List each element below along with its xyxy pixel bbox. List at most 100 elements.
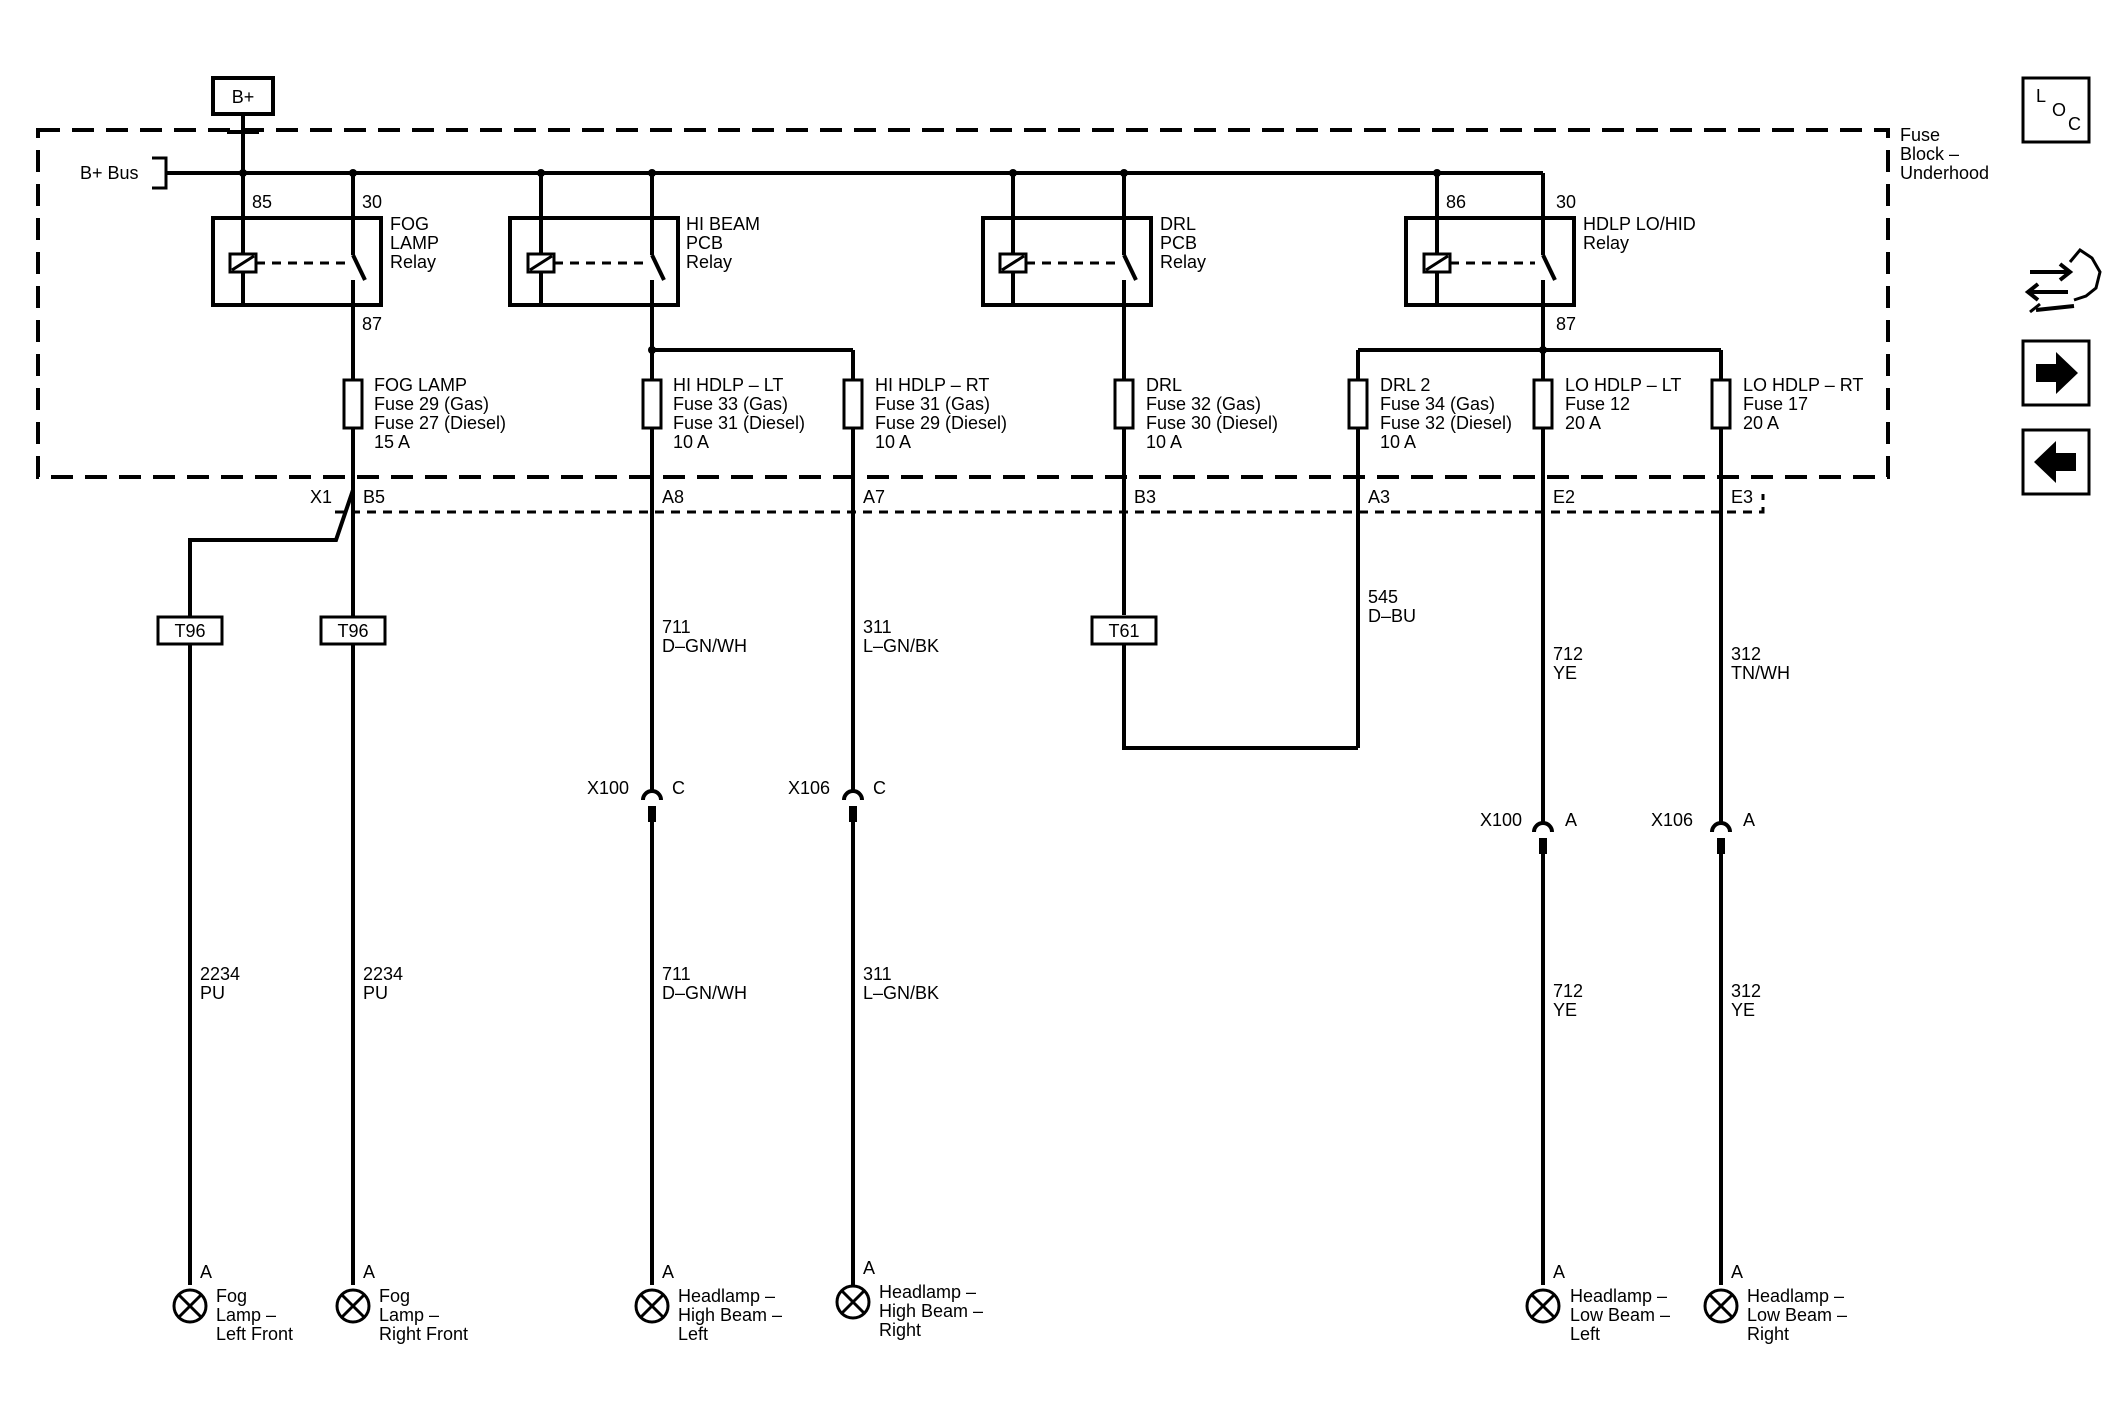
pin-a3: A3 <box>1368 487 1390 507</box>
arrow-left-button[interactable] <box>2021 428 2091 496</box>
fuse-hi-hdlp-lt: HI HDLP – LT Fuse 33 (Gas) Fuse 31 (Dies… <box>641 350 805 790</box>
pin-87: 87 <box>362 314 382 334</box>
svg-text:Headlamp –: Headlamp – <box>1570 1286 1667 1306</box>
pin-e2: E2 <box>1553 487 1575 507</box>
svg-text:Fuse 12: Fuse 12 <box>1565 394 1630 414</box>
svg-text:711: 711 <box>662 964 691 984</box>
svg-text:A: A <box>662 1262 674 1282</box>
svg-text:DRL 2: DRL 2 <box>1380 375 1430 395</box>
lamp-low-beam-right: A Headlamp – Low Beam – Right <box>1703 1262 1847 1344</box>
fuse-block-boundary <box>36 128 1890 479</box>
svg-text:A: A <box>1565 810 1577 830</box>
inline-connector-x100-c: X100 C <box>587 778 685 1285</box>
svg-text:Fuse 34 (Gas): Fuse 34 (Gas) <box>1380 394 1495 414</box>
svg-text:Right: Right <box>1747 1324 1789 1344</box>
svg-text:Fuse 17: Fuse 17 <box>1743 394 1808 414</box>
inline-connector-x106-a: X106 A <box>1651 810 1755 1285</box>
relay-hdlp-lo-hid: 86 30 87 HDLP LO/HID Relay <box>1404 173 1696 350</box>
pin-a7: A7 <box>863 487 885 507</box>
svg-text:Lamp –: Lamp – <box>216 1305 276 1325</box>
svg-text:A: A <box>1731 1262 1743 1282</box>
wire-545: 545 D–BU <box>1122 587 1416 750</box>
svg-text:High Beam –: High Beam – <box>879 1301 983 1321</box>
pin-30: 30 <box>1556 192 1576 212</box>
svg-text:Fuse 30 (Diesel): Fuse 30 (Diesel) <box>1146 413 1278 433</box>
svg-text:D–GN/WH: D–GN/WH <box>662 983 747 1003</box>
arrow-left-icon <box>2034 441 2076 483</box>
svg-text:10 A: 10 A <box>875 432 911 452</box>
svg-text:15 A: 15 A <box>374 432 410 452</box>
svg-text:312: 312 <box>1731 981 1761 1001</box>
svg-text:HI BEAM: HI BEAM <box>686 214 760 234</box>
svg-text:Fuse 31 (Gas): Fuse 31 (Gas) <box>875 394 990 414</box>
svg-text:DRL: DRL <box>1146 375 1182 395</box>
pin-b3: B3 <box>1134 487 1156 507</box>
relay-fog-lamp: 85 30 87 FOG LAMP Relay <box>211 173 439 380</box>
navigation-swap-icon[interactable] <box>2024 248 2102 314</box>
wire-311-upper: 311 L–GN/BK <box>863 617 939 656</box>
svg-text:Fuse 29 (Gas): Fuse 29 (Gas) <box>374 394 489 414</box>
wire-711-upper: 711 D–GN/WH <box>662 617 747 656</box>
svg-text:A: A <box>363 1262 375 1282</box>
loc-button[interactable]: L O C <box>2021 76 2091 144</box>
svg-text:20 A: 20 A <box>1743 413 1779 433</box>
svg-text:B+ Bus: B+ Bus <box>80 163 139 183</box>
pin-85: 85 <box>252 192 272 212</box>
svg-text:YE: YE <box>1553 1000 1577 1020</box>
arrow-right-button[interactable] <box>2021 339 2091 407</box>
supply-label: B+ <box>232 87 255 107</box>
svg-text:LO HDLP – LT: LO HDLP – LT <box>1565 375 1681 395</box>
svg-text:Low Beam –: Low Beam – <box>1747 1305 1847 1325</box>
svg-text:O: O <box>2052 100 2066 120</box>
bus-label: B+ Bus <box>80 156 1543 190</box>
svg-text:D–GN/WH: D–GN/WH <box>662 636 747 656</box>
svg-text:T96: T96 <box>337 621 368 641</box>
svg-text:Right Front: Right Front <box>379 1324 468 1344</box>
svg-text:D–BU: D–BU <box>1368 606 1416 626</box>
svg-text:A: A <box>1553 1262 1565 1282</box>
fuse-drl-2: DRL 2 Fuse 34 (Gas) Fuse 32 (Diesel) 10 … <box>1347 350 1512 748</box>
svg-text:Fuse 29 (Diesel): Fuse 29 (Diesel) <box>875 413 1007 433</box>
svg-text:HDLP LO/HID: HDLP LO/HID <box>1583 214 1696 234</box>
svg-text:PU: PU <box>363 983 388 1003</box>
relay-hi-beam-pcb: HI BEAM PCB Relay <box>508 173 760 350</box>
svg-text:Fuse 32 (Gas): Fuse 32 (Gas) <box>1146 394 1261 414</box>
fuse-fog-lamp: FOG LAMP Fuse 29 (Gas) Fuse 27 (Diesel) … <box>342 375 506 1285</box>
splice-t96-right: T96 <box>319 615 387 646</box>
svg-text:TN/WH: TN/WH <box>1731 663 1790 683</box>
svg-text:YE: YE <box>1731 1000 1755 1020</box>
svg-text:Underhood: Underhood <box>1900 163 1989 183</box>
svg-text:Right: Right <box>879 1320 921 1340</box>
svg-text:312: 312 <box>1731 644 1761 664</box>
svg-text:Fuse 32 (Diesel): Fuse 32 (Diesel) <box>1380 413 1512 433</box>
svg-text:Lamp –: Lamp – <box>379 1305 439 1325</box>
svg-text:L: L <box>2036 86 2046 106</box>
svg-text:Fuse 31 (Diesel): Fuse 31 (Diesel) <box>673 413 805 433</box>
svg-text:Left Front: Left Front <box>216 1324 293 1344</box>
svg-text:Headlamp –: Headlamp – <box>1747 1286 1844 1306</box>
splice-t96-left: T96 <box>156 615 224 646</box>
svg-text:Block –: Block – <box>1900 144 1959 164</box>
svg-text:Fog: Fog <box>216 1286 247 1306</box>
wire-2234-right: 2234 PU <box>363 964 403 1003</box>
svg-text:Fuse: Fuse <box>1900 125 1940 145</box>
svg-text:10 A: 10 A <box>673 432 709 452</box>
connector-x1: X1 B5 A8 A7 B3 A3 E2 E3 <box>310 487 1765 514</box>
pin-86: 86 <box>1446 192 1466 212</box>
svg-text:X100: X100 <box>587 778 629 798</box>
svg-text:545: 545 <box>1368 587 1398 607</box>
svg-text:C: C <box>672 778 685 798</box>
fuse-block-label: Fuse Block – Underhood <box>1900 125 1989 183</box>
fuse-lo-hdlp-rt: LO HDLP – RT Fuse 17 20 A <box>1710 350 1863 822</box>
svg-text:A: A <box>1743 810 1755 830</box>
fuse-lo-hdlp-lt: LO HDLP – LT Fuse 12 20 A <box>1532 350 1681 822</box>
bus-junctions <box>239 169 1441 177</box>
svg-text:Relay: Relay <box>390 252 436 272</box>
svg-text:T61: T61 <box>1108 621 1139 641</box>
lamp-fog-left-front: A Fog Lamp – Left Front <box>172 1262 293 1344</box>
fog-left-branch <box>188 489 355 1285</box>
svg-text:C: C <box>873 778 886 798</box>
svg-text:10 A: 10 A <box>1380 432 1416 452</box>
